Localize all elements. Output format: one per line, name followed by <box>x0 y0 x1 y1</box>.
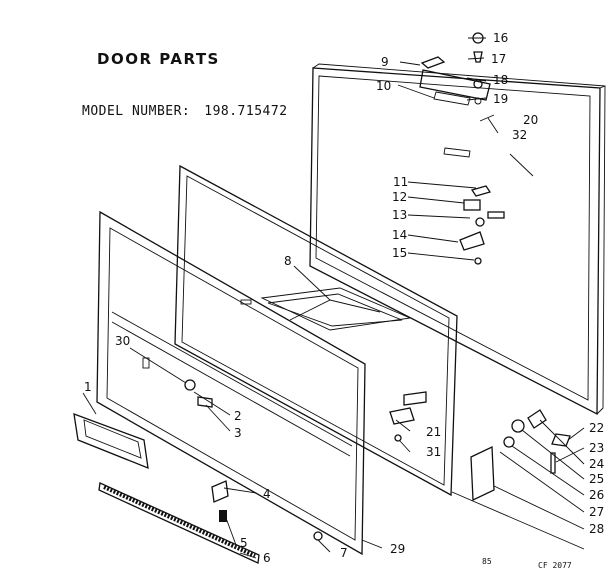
callout-32: 32 <box>512 128 527 142</box>
leader-lines <box>82 37 585 559</box>
callout-26: 26 <box>589 488 604 502</box>
callout-2: 2 <box>234 409 242 423</box>
callout-6: 6 <box>263 551 271 565</box>
callout-14: 14 <box>392 228 407 242</box>
callout-27: 27 <box>589 505 604 519</box>
callout-17: 17 <box>491 52 506 66</box>
hardware-parts <box>184 32 571 541</box>
callout-labels: 1 2 3 4 5 6 7 8 9 10 11 12 13 14 15 16 1… <box>84 31 604 565</box>
trim-strip <box>98 482 260 564</box>
callout-21: 21 <box>426 425 441 439</box>
door-gasket-frame <box>174 164 458 497</box>
door-handle <box>73 413 149 470</box>
callout-24: 24 <box>589 457 604 471</box>
model-number-value: 198.715472 <box>204 104 288 119</box>
callout-29: 29 <box>390 542 405 556</box>
callout-5: 5 <box>240 536 248 550</box>
drawing-code: CF 2077 <box>538 561 572 570</box>
callout-23: 23 <box>589 441 604 455</box>
callout-13: 13 <box>392 208 407 222</box>
callout-11: 11 <box>393 175 408 189</box>
callout-25: 25 <box>589 472 604 486</box>
callout-30: 30 <box>115 334 130 348</box>
callout-20: 20 <box>523 113 538 127</box>
callout-22: 22 <box>589 421 604 435</box>
callout-4: 4 <box>263 487 271 501</box>
callout-16: 16 <box>493 31 508 45</box>
callout-1: 1 <box>84 380 92 394</box>
drawing-mark: 85 <box>482 557 492 566</box>
callout-15: 15 <box>392 246 407 260</box>
page-title: DOOR PARTS <box>97 50 220 68</box>
callout-7: 7 <box>340 546 348 560</box>
outer-door-panel <box>309 63 606 416</box>
callout-3: 3 <box>234 426 242 440</box>
callout-12: 12 <box>392 190 407 204</box>
hinge-bracket <box>470 445 495 502</box>
callout-28: 28 <box>589 522 604 536</box>
callout-9: 9 <box>381 55 389 69</box>
callout-31: 31 <box>426 445 441 459</box>
callout-18: 18 <box>493 73 508 87</box>
callout-19: 19 <box>493 92 508 106</box>
model-number-label: MODEL NUMBER: <box>82 104 191 119</box>
door-rack-wire <box>260 287 412 331</box>
callout-10: 10 <box>376 79 391 93</box>
model-number-line: MODEL NUMBER: 198.715472 <box>82 104 288 119</box>
callout-8: 8 <box>284 254 292 268</box>
